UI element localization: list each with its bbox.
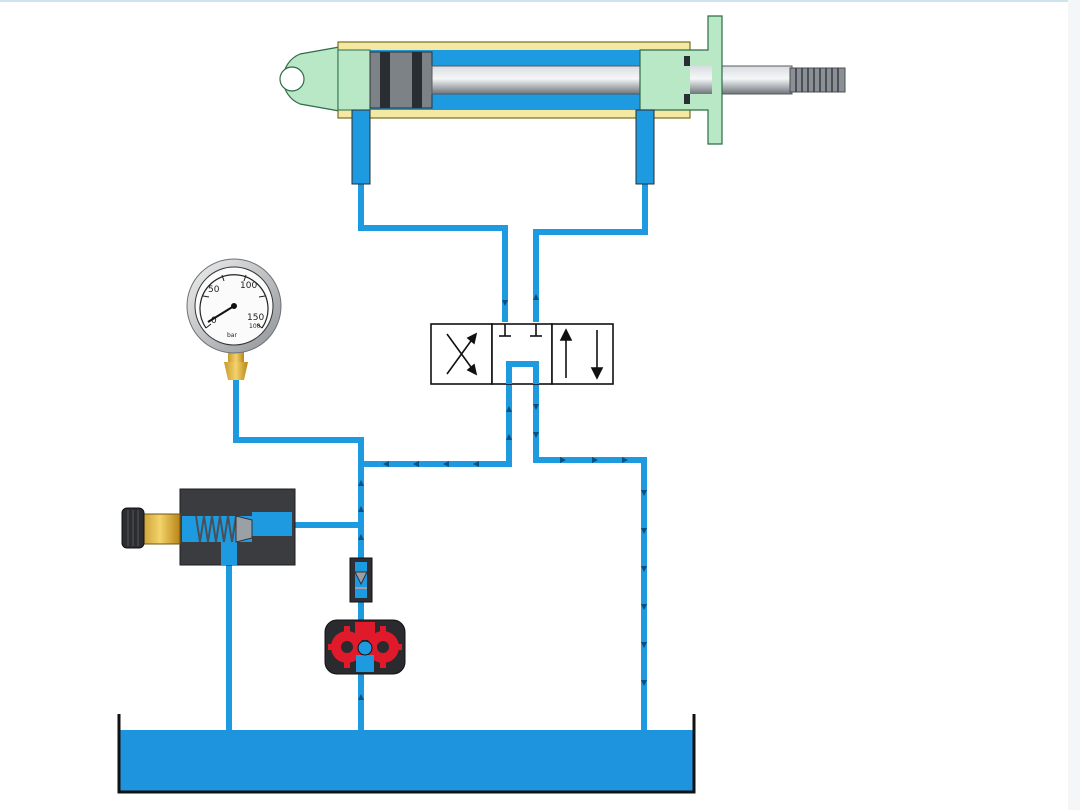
tank-fluid <box>119 730 694 792</box>
gauge-unit: bar <box>227 332 237 339</box>
line-cylinder-rod-port <box>533 120 648 322</box>
valve-envelope-parallel <box>551 323 614 385</box>
rod-thread <box>789 67 846 93</box>
cylinder-rod <box>431 65 793 95</box>
directional-valve-icon <box>430 323 614 385</box>
pressure-gauge-icon: 0 50 100 150 bar 100 <box>186 258 282 380</box>
relief-valve-icon <box>121 488 296 566</box>
gauge-needle <box>207 305 235 323</box>
right-border <box>1068 0 1080 810</box>
gear-pump-icon <box>324 619 406 675</box>
valve-envelope-center <box>491 323 553 385</box>
gauge-sub-label: 100 <box>249 323 261 330</box>
tank-walls <box>117 714 696 794</box>
line-pressure-supply <box>358 384 512 560</box>
hydraulic-lines <box>226 120 648 730</box>
line-cylinder-cap-port <box>358 120 508 322</box>
line-gauge <box>233 378 364 464</box>
cylinder-piston <box>369 51 433 109</box>
gauge-label-100: 100 <box>240 281 257 291</box>
gauge-label-0: 0 <box>211 316 217 326</box>
flow-arrows <box>358 294 647 700</box>
tank-icon <box>117 714 696 794</box>
line-tank-return <box>533 384 647 730</box>
check-valve-icon <box>349 557 373 603</box>
cylinder-port-cap <box>351 109 371 185</box>
top-border <box>0 0 1080 2</box>
gauge-label-50: 50 <box>208 285 220 295</box>
cylinder-head-gland <box>639 15 723 145</box>
gauge-label-150: 150 <box>247 313 264 323</box>
hydraulic-cylinder-icon <box>279 15 846 185</box>
cylinder-port-rod <box>635 109 655 185</box>
